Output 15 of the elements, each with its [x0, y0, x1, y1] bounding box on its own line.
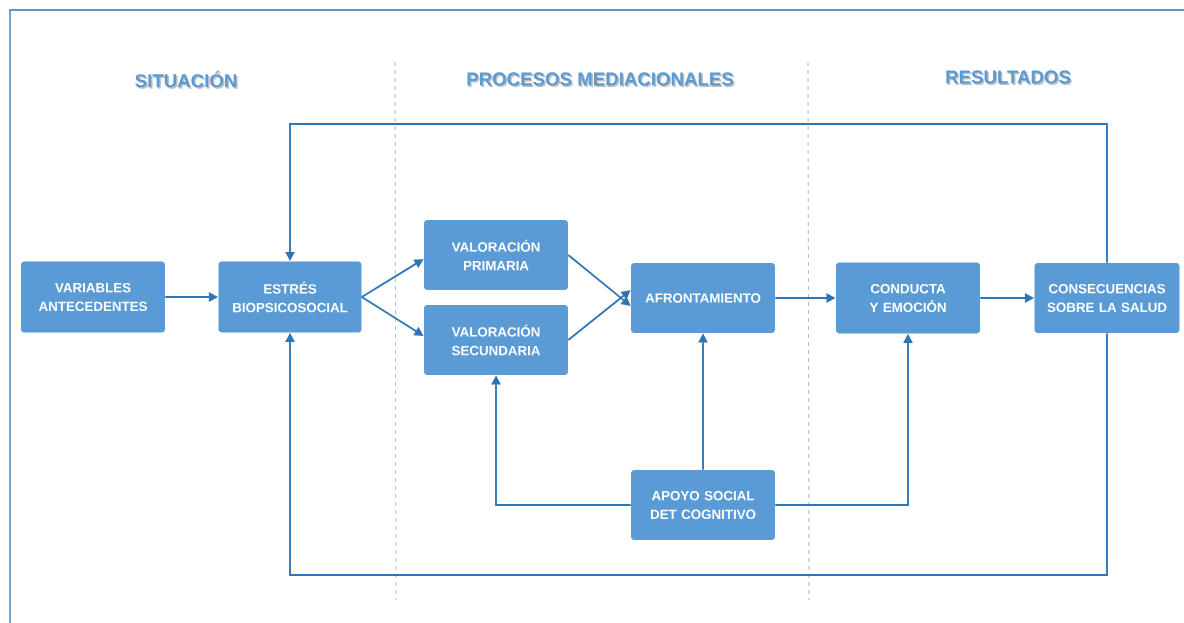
process-box: VARIABLES ANTECEDENTES [21, 261, 165, 333]
arrow [285, 123, 1108, 264]
label: PROCESOS MEDIACIONALES [467, 72, 734, 86]
process-box: CONSECUENCIAS SOBRE LA SALUD [1034, 263, 1180, 333]
process-box: APOYO SOCIAL DET COGNITIVO [631, 470, 775, 540]
process-box: ESTRÉS BIOPSICOSOCIAL [218, 261, 362, 333]
arrow [285, 332, 1108, 576]
arrow [567, 254, 631, 306]
arrow [567, 290, 631, 341]
label: RESULTADOS [946, 70, 1071, 84]
process-box: VALORACIÓN PRIMARIA [424, 220, 568, 290]
process-box: AFRONTAMIENTO [631, 263, 775, 333]
label: SITUACIÓN [135, 70, 237, 88]
process-box: CONDUCTA Y EMOCIÓN [836, 262, 980, 334]
process-box: VALORACIÓN SECUNDARIA [424, 305, 568, 375]
